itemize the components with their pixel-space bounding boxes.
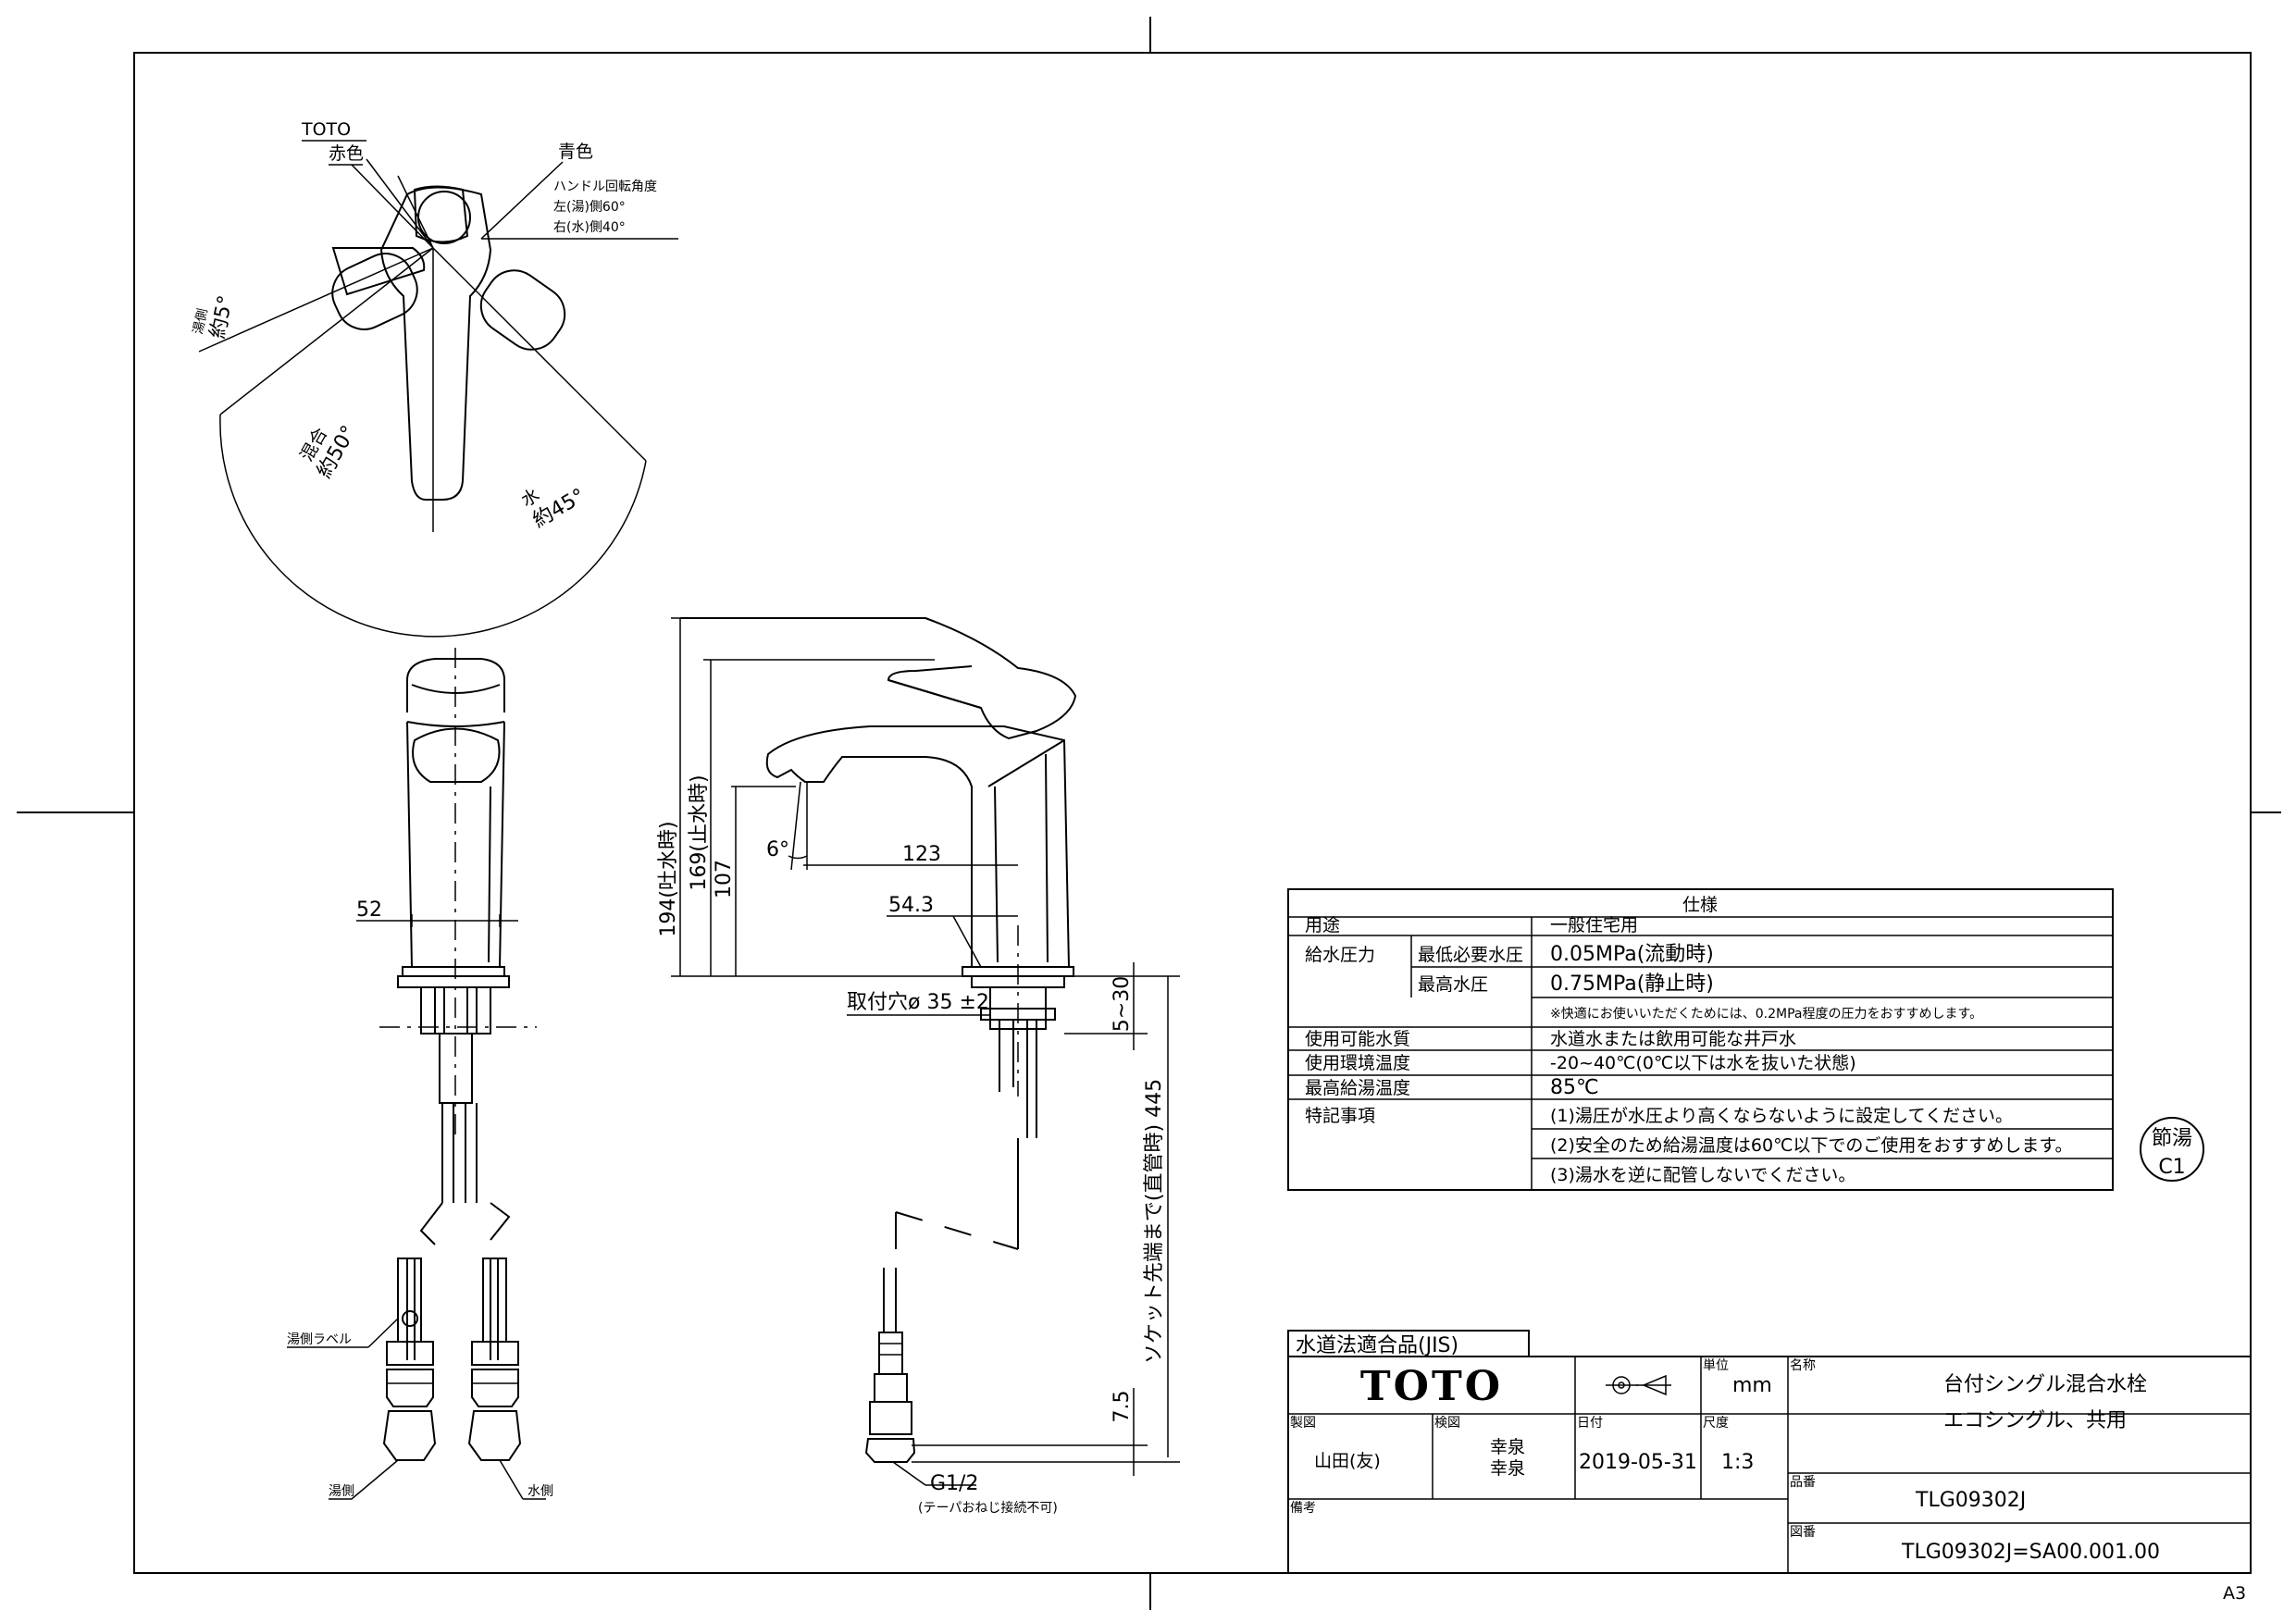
spec-sub-1: 最低必要水圧 [1418, 945, 1523, 965]
name-label: 名称 [1790, 1358, 1816, 1373]
spec-value-2: 0.75MPa(静止時) [1550, 973, 1714, 996]
checked-label: 検図 [1434, 1416, 1460, 1431]
handle-angle-left: 左(湯)側60° [553, 199, 626, 215]
red-label: 赤色 [329, 143, 364, 164]
brand-label: TOTO [301, 119, 351, 140]
spec-value-1: 0.05MPa(流動時) [1550, 943, 1714, 966]
spec-value-3: ※快適にお使いいただくためには、0.2MPa程度の圧力をおすすめします。 [1550, 1006, 1982, 1022]
remarks-label: 備考 [1290, 1501, 1316, 1516]
hot-side-label: 湯側 [329, 1483, 354, 1499]
unit-value: mm [1732, 1374, 1772, 1397]
spec-label-6: 最高給湯温度 [1305, 1078, 1410, 1098]
spec-value-6: 85℃ [1550, 1076, 1599, 1099]
top-view: TOTO 赤色 青色 ハンドル回転角度 左(湯)側60° 右(水)側40° 湯側… [190, 119, 678, 638]
dim-194: 194(吐水時) [657, 821, 680, 936]
spec-label-5: 使用環境温度 [1305, 1053, 1410, 1073]
checked-2: 幸泉 [1490, 1458, 1525, 1479]
dim-543: 54.3 [888, 894, 934, 917]
drawing-no-label: 図番 [1790, 1525, 1816, 1540]
spec-label-4: 使用可能水質 [1305, 1029, 1410, 1049]
spec-value-8: (2)安全のため給湯温度は60℃以下でのご使用をおすすめします。 [1550, 1135, 2073, 1156]
cold-angle: 約45° [529, 485, 590, 533]
product-name-1: 台付シングル混合水栓 [1943, 1373, 2147, 1396]
date-value: 2019-05-31 [1579, 1451, 1697, 1474]
badge-line2: C1 [2158, 1156, 2185, 1179]
drawing-frame [17, 17, 2281, 1610]
thread-size: G1/2 [930, 1472, 978, 1495]
hot-label: 湯側 [190, 307, 210, 336]
date-label: 日付 [1577, 1416, 1603, 1431]
cold-side-label: 水側 [527, 1484, 553, 1499]
projection-symbol-icon [1606, 1374, 1671, 1396]
drawn-label: 製図 [1290, 1416, 1316, 1431]
spec-title: 仕様 [1682, 895, 1718, 915]
toto-logo: TOTO [1360, 1363, 1503, 1410]
dim-107: 107 [713, 860, 736, 898]
thread-note: (テーパおねじ接続不可) [918, 1500, 1058, 1516]
hot-label-tag: 湯側ラベル [287, 1332, 352, 1347]
dim-169: 169(止水時) [688, 774, 711, 890]
paper-size: A3 [2223, 1583, 2246, 1604]
unit-label: 単位 [1703, 1358, 1729, 1373]
scale-value: 1:3 [1721, 1451, 1754, 1474]
handle-angle-title: ハンドル回転角度 [553, 180, 657, 194]
dim-123: 123 [902, 843, 941, 866]
front-view: 52 湯側ラベル 湯側 水側 [287, 648, 553, 1500]
spec-label-7: 特記事項 [1305, 1106, 1375, 1126]
product-name-2: エコシングル、共用 [1943, 1409, 2127, 1432]
spec-value-0: 一般住宅用 [1550, 915, 1638, 935]
spec-label-0: 用途 [1305, 915, 1340, 935]
water-saving-badge: 節湯 C1 [2140, 1117, 2204, 1182]
checked-1: 幸泉 [1490, 1437, 1525, 1457]
spec-value-4: 水道水または飲用可能な井戸水 [1550, 1029, 1796, 1049]
spec-value-7: (1)湯圧が水圧より高くならないように設定してください。 [1550, 1106, 2013, 1126]
title-block: 水道法適合品(JIS) TOTO 単位 mm 名称 台付シングル混合水栓 エコシ… [1287, 1330, 2252, 1574]
blue-label: 青色 [558, 142, 593, 162]
mount-hole: 取付穴ø 35 ±2 [847, 991, 989, 1014]
spec-value-5: -20~40℃(0℃以下は水を抜いた状態) [1550, 1053, 1856, 1073]
spec-label-1: 給水圧力 [1305, 945, 1375, 965]
drawn-by: 山田(友) [1314, 1451, 1381, 1471]
dim-75: 7.5 [1111, 1391, 1134, 1423]
hot-fitting [382, 1258, 437, 1461]
dim-445: ソケット先端まで(直管時) 445 [1143, 1079, 1166, 1364]
side-fitting [864, 1268, 916, 1463]
side-view: 194(吐水時) 169(止水時) 107 6° 123 54.3 取付穴ø 3… [657, 617, 1180, 1516]
scale-label: 尺度 [1703, 1416, 1729, 1431]
handle-angle-right: 右(水)側40° [553, 220, 626, 235]
dim-5-30: 5~30 [1111, 976, 1134, 1032]
model-label: 品番 [1790, 1475, 1816, 1490]
badge-line1: 節湯 [2152, 1127, 2192, 1150]
width-dim: 52 [356, 898, 382, 922]
spec-value-9: (3)湯水を逆に配管しないでください。 [1550, 1165, 1855, 1185]
spec-table: 仕様 用途 一般住宅用 給水圧力 最低必要水圧 0.05MPa(流動時) 最高水… [1287, 888, 2114, 1191]
model-value: TLG09302J [1915, 1489, 2026, 1512]
hot-angle: 約5° [206, 293, 238, 341]
dim-6deg: 6° [766, 838, 789, 861]
drawing-no-value: TLG09302J=SA00.001.00 [1901, 1541, 2160, 1564]
spec-sub-2: 最高水圧 [1418, 974, 1488, 995]
jis-label: 水道法適合品(JIS) [1296, 1334, 1458, 1357]
cold-fitting [467, 1258, 522, 1461]
